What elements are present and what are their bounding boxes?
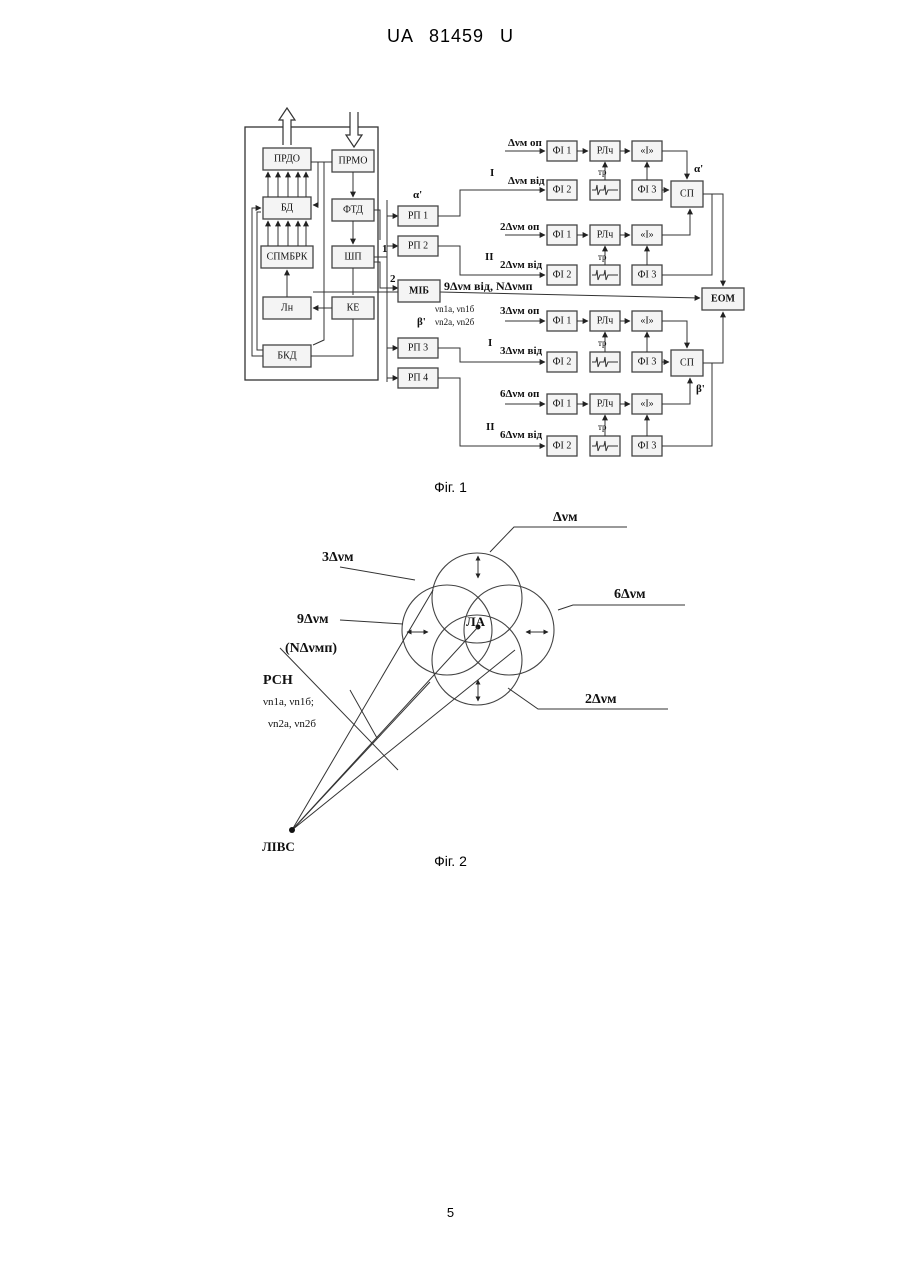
fig2-label-2dnu: 2Δνм [585, 692, 617, 707]
page-number: 5 [0, 1205, 901, 1220]
fig2-label-rsn: РСН [263, 673, 293, 688]
fig2-label-ndnu: (NΔνмп) [285, 641, 337, 656]
label-leaders [340, 527, 685, 709]
fig2-label-nu2: νn2a, νn2б [268, 718, 316, 730]
fig2-label-nu1: νn1a, νn1б; [263, 696, 314, 708]
figure-2-diagram: Δνм 3Δνм 6Δνм 9Δνм (NΔνмп) 2Δνм ЛА РСН ν… [0, 0, 901, 880]
fig2-caption: Фіг. 2 [0, 853, 901, 869]
fig2-label-dnu: Δνм [553, 510, 578, 525]
fig2-label-libs: ЛІВС [262, 839, 295, 854]
fig2-label-6dnu: 6Δνм [614, 587, 646, 602]
fig2-label-la: ЛА [466, 614, 486, 629]
fig2-label-9dnu: 9Δνм [297, 612, 329, 627]
ground-station-point [289, 827, 295, 833]
fig2-label-3dnu: 3Δνм [322, 550, 354, 565]
